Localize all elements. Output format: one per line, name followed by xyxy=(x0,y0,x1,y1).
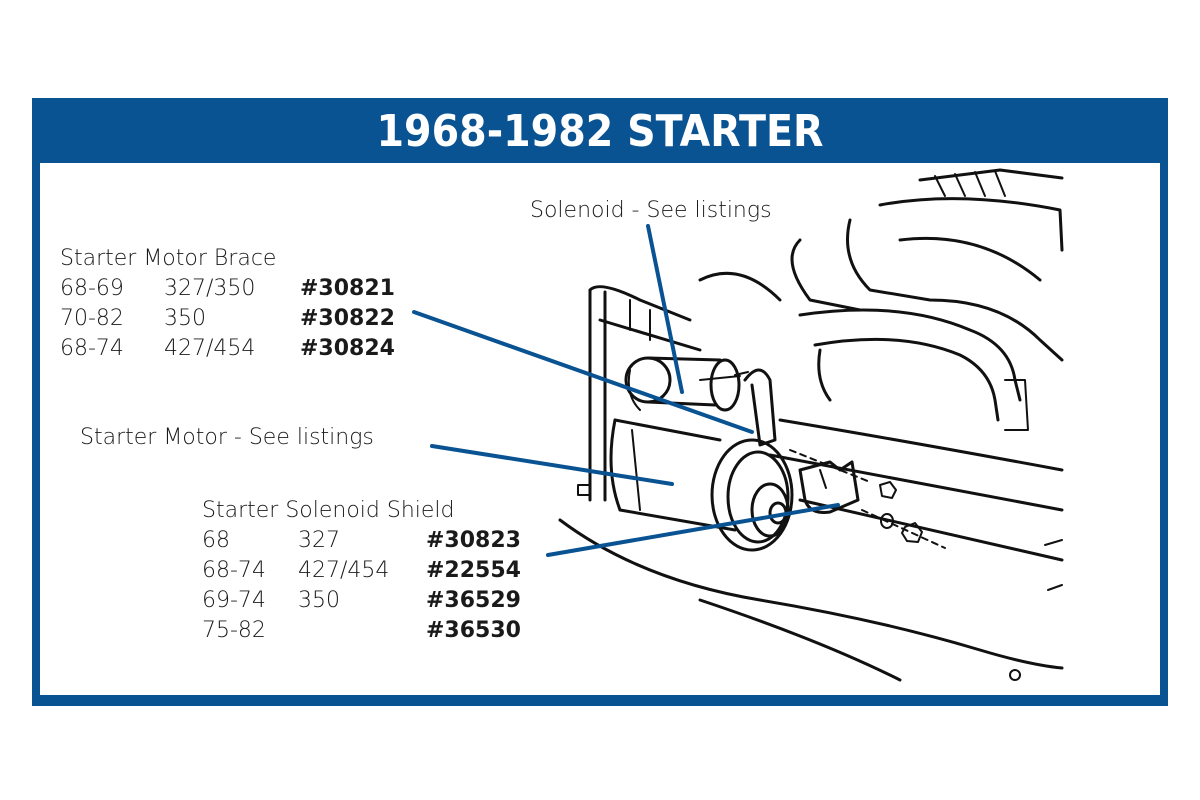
shield-row-part-number: #36529 xyxy=(426,588,521,613)
shield-row-years: 68 xyxy=(202,528,230,553)
shield-row-years: 75-82 xyxy=(202,618,266,643)
solenoid-callout: Solenoid - See listings xyxy=(530,198,772,223)
solenoid-leader-line xyxy=(646,224,684,394)
shield-row-engine: 427/454 xyxy=(298,558,390,583)
starter-motor-leader-line xyxy=(430,444,674,486)
diagram-title: 1968-1982 STARTER xyxy=(376,106,824,157)
brace-row-part-number: #30822 xyxy=(300,306,395,331)
brace-row-part-number: #30824 xyxy=(300,336,395,361)
diagram-panel xyxy=(40,163,1160,695)
starter-motor-callout: Starter Motor - See listings xyxy=(80,425,374,450)
shield-leader-line xyxy=(546,503,840,557)
shield-row-years: 69-74 xyxy=(202,588,266,613)
brace-leader-line xyxy=(412,310,754,434)
shield-row-part-number: #22554 xyxy=(426,558,521,583)
shield-row-part-number: #30823 xyxy=(426,528,521,553)
brace-row-years: 70-82 xyxy=(60,306,124,331)
brace-row-engine: 427/454 xyxy=(164,336,256,361)
shield-row-part-number: #36530 xyxy=(426,618,521,643)
brace-row-part-number: #30821 xyxy=(300,276,395,301)
shield-row-engine: 327 xyxy=(298,528,340,553)
brace-row-years: 68-69 xyxy=(60,276,124,301)
shield-heading: Starter Solenoid Shield xyxy=(202,498,455,523)
brace-row-engine: 350 xyxy=(164,306,206,331)
brace-heading: Starter Motor Brace xyxy=(60,246,277,271)
brace-row-engine: 327/350 xyxy=(164,276,256,301)
brace-row-years: 68-74 xyxy=(60,336,124,361)
shield-row-years: 68-74 xyxy=(202,558,266,583)
shield-row-engine: 350 xyxy=(298,588,340,613)
